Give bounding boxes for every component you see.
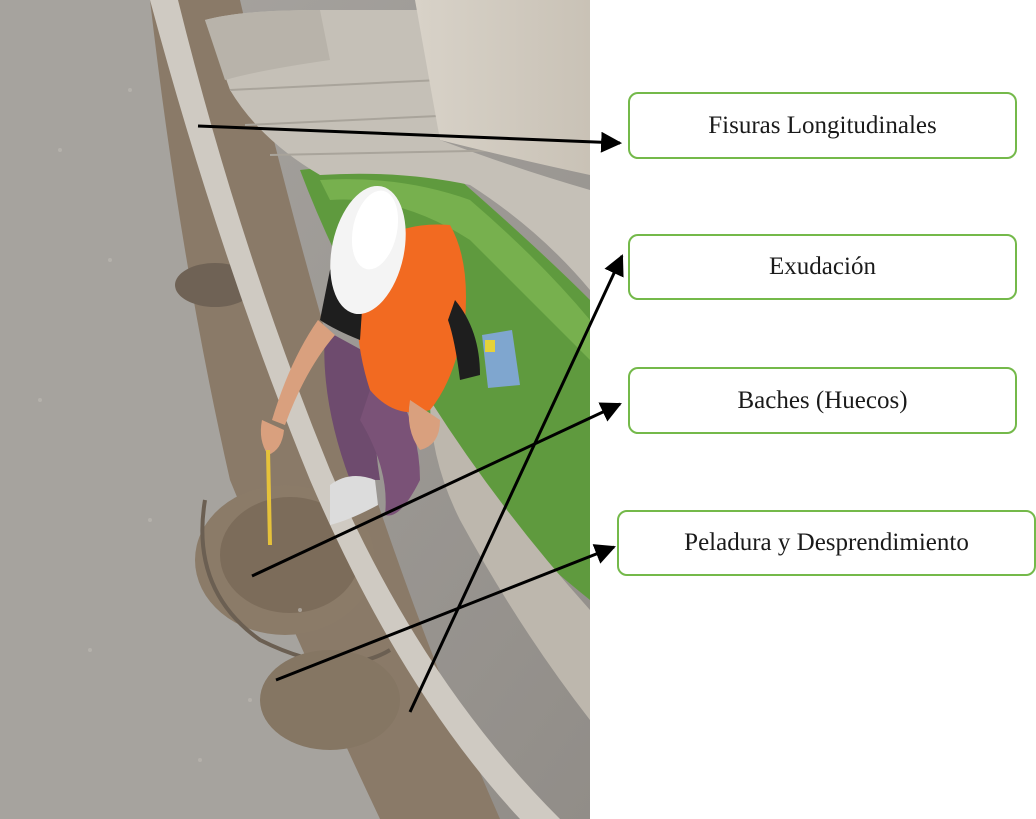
sidewalk [205,10,590,290]
road-inspection-photo [0,0,590,819]
label-baches-huecos: Baches (Huecos) [628,367,1017,434]
measuring-tape [266,449,272,546]
label-fisuras-longitudinales: Fisuras Longitudinales [628,92,1017,159]
label-exudacion: Exudación [628,234,1017,300]
label-peladura-desprendimiento: Peladura y Desprendimiento [617,510,1036,576]
curb [150,0,560,819]
